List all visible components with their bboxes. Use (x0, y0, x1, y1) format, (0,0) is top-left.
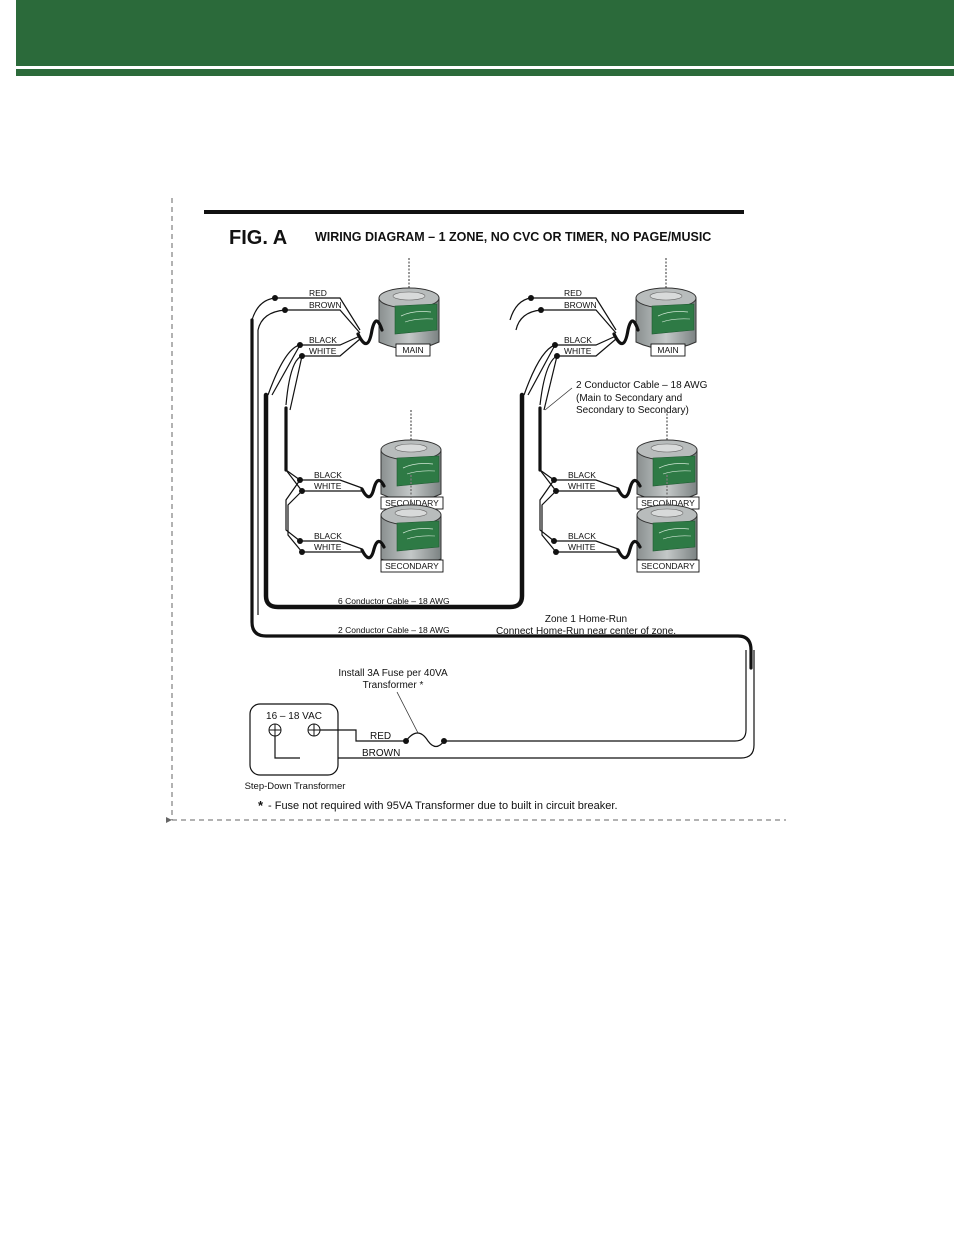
wire-label-white: WHITE (314, 542, 342, 552)
wire-label-black: BLACK (314, 531, 342, 541)
footnote: - Fuse not required with 95VA Transforme… (268, 800, 618, 812)
label-fuse-line2: Transformer * (363, 680, 424, 691)
two-conductor-home-run (250, 318, 753, 670)
wire-label-black: BLACK (564, 335, 592, 345)
transformer-red-label: RED (370, 731, 391, 742)
label-six-conductor: 6 Conductor Cable – 18 AWG (338, 596, 450, 606)
speaker-label-box (650, 343, 686, 357)
speaker-main-left (378, 257, 440, 350)
transformer-vac: 16 – 18 VAC (266, 711, 322, 722)
wires-secondary-left (284, 406, 386, 560)
wires-secondary-right (538, 406, 642, 560)
wire-label-white: WHITE (309, 346, 337, 356)
speaker-main-right (635, 257, 697, 350)
wires-main-left (251, 295, 384, 411)
wire-label-white: WHITE (568, 542, 596, 552)
speaker-secondary-right-1-label: SECONDARY (641, 498, 695, 508)
home-run-return-brown (300, 650, 755, 759)
label-home-run-line1: Zone 1 Home-Run (545, 614, 627, 625)
frame-corner-arrow (166, 817, 172, 823)
wire-label-red: RED (564, 288, 582, 298)
transformer-brown-wire (274, 736, 300, 759)
label-two-conductor: 2 Conductor Cable – 18 AWG (338, 625, 450, 635)
transformer-label: Step-Down Transformer (245, 781, 346, 792)
transformer-brown-label: BROWN (362, 748, 400, 759)
note-two-conductor-line1: 2 Conductor Cable – 18 AWG (576, 380, 708, 391)
speaker-secondary-right-2-label: SECONDARY (641, 561, 695, 571)
wire-label-brown: BROWN (564, 300, 597, 310)
wire-label-white: WHITE (564, 346, 592, 356)
speaker-main-right-label: MAIN (657, 345, 678, 355)
header-rule (16, 69, 954, 76)
fuse-leader-line (396, 691, 419, 734)
wire-label-white: WHITE (568, 481, 596, 491)
wire-label-black: BLACK (568, 470, 596, 480)
figure-title: WIRING DIAGRAM – 1 ZONE, NO CVC OR TIMER… (315, 230, 711, 244)
label-fuse-line1: Install 3A Fuse per 40VA (338, 668, 448, 679)
note-two-conductor-line2: (Main to Secondary and (576, 393, 682, 404)
header-band (16, 0, 954, 66)
wire-label-white: WHITE (314, 481, 342, 491)
six-conductor-cable (263, 392, 525, 610)
speaker-secondary-left-2-label: SECONDARY (385, 561, 439, 571)
terminal-icon (307, 723, 321, 737)
speaker-label-box (395, 343, 431, 357)
transformer-box (249, 703, 339, 776)
fig-label: FIG. A (229, 227, 287, 249)
home-run-return (444, 650, 747, 742)
speaker-label-box (380, 559, 444, 573)
note-leader-line (544, 387, 573, 411)
speaker-main-left-label: MAIN (402, 345, 423, 355)
wire-label-black: BLACK (568, 531, 596, 541)
terminal-icon (268, 723, 282, 737)
speaker-label-box (636, 559, 700, 573)
footnote-star: * (258, 798, 264, 813)
transformer-red-wire (320, 729, 406, 742)
wires-main-right (509, 295, 640, 411)
wire-label-black: BLACK (314, 470, 342, 480)
label-home-run-line2: Connect Home-Run near center of zone. (496, 626, 676, 637)
note-two-conductor-line3: Secondary to Secondary) (576, 405, 689, 416)
wire-label-black: BLACK (309, 335, 337, 345)
fuse-symbol (405, 732, 445, 748)
speaker-secondary-left-1-label: SECONDARY (385, 498, 439, 508)
wire-label-brown: BROWN (309, 300, 342, 310)
wire-label-red: RED (309, 288, 327, 298)
